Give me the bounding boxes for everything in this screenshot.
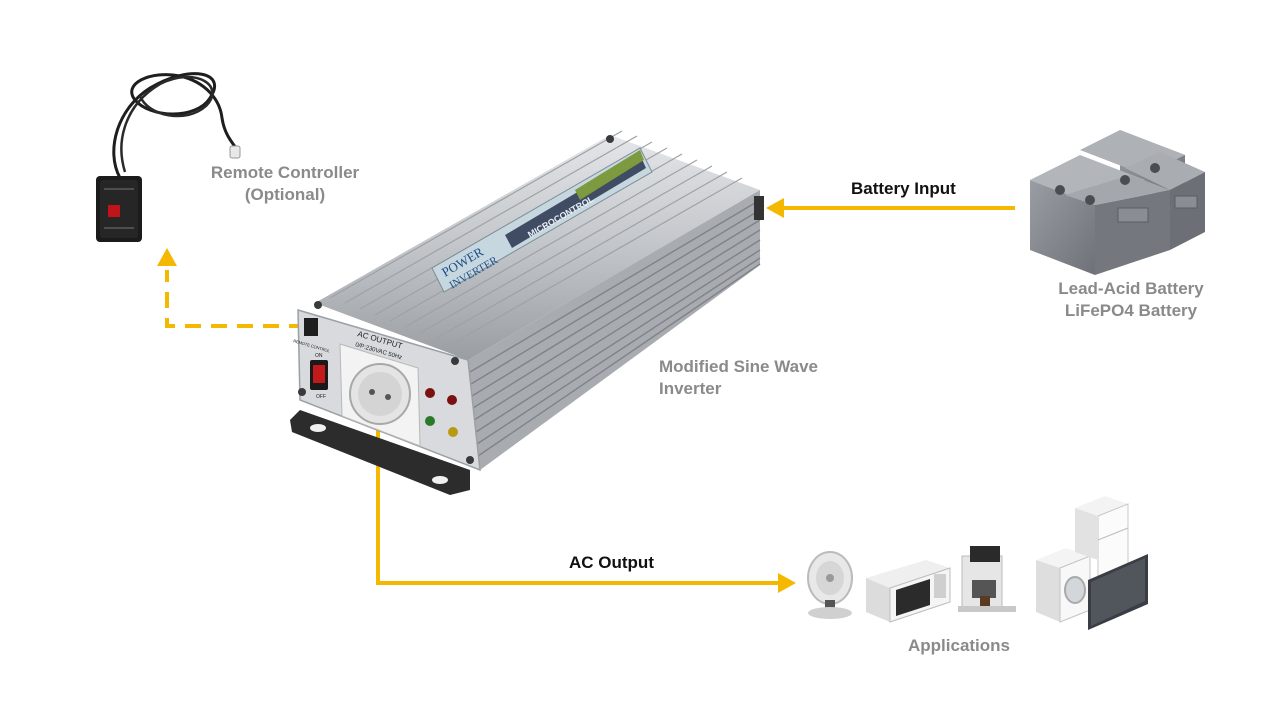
- applications-label: Applications: [908, 636, 1011, 655]
- inverter-label-line1: Modified Sine Wave: [659, 357, 819, 376]
- remote-controller-label-line1: Remote Controller: [210, 163, 360, 182]
- inverter-label: Modified Sine Wave Inverter: [659, 356, 818, 400]
- inverter-switch-on-text: ON: [315, 353, 323, 359]
- inverter-switch-off-text: OFF: [316, 394, 326, 400]
- coffee-machine-icon: [958, 546, 1016, 612]
- battery-input-arrow: [766, 198, 1015, 218]
- remote-controller-label-line2: (Optional): [244, 185, 326, 204]
- battery-type-line1: Lead-Acid Battery: [1058, 279, 1204, 298]
- remote-dashed-arrow: [157, 248, 305, 328]
- battery-pack-icon: [1030, 130, 1205, 275]
- remote-controller-label: Remote Controller (Optional): [200, 162, 370, 206]
- inverter-icon: [290, 130, 764, 495]
- battery-input-label: Battery Input: [851, 179, 956, 198]
- tv-icon: [1088, 554, 1148, 630]
- fan-icon: [807, 551, 853, 619]
- remote-controller-icon: [96, 72, 241, 242]
- ac-output-label: AC Output: [569, 553, 654, 572]
- battery-type-label: Lead-Acid Battery LiFePO4 Battery: [1046, 278, 1216, 322]
- washing-machine-icon: [1036, 548, 1091, 623]
- inverter-label-line2: Inverter: [659, 379, 722, 398]
- battery-type-line2: LiFePO4 Battery: [1064, 301, 1198, 320]
- microwave-icon: [866, 560, 951, 623]
